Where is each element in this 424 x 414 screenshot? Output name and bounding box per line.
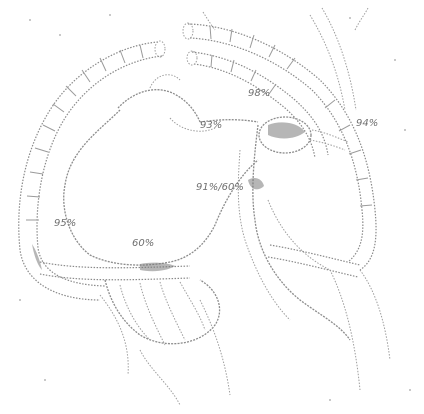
label-upper-right-a: 98%	[248, 88, 270, 99]
apex-branches	[100, 280, 230, 405]
label-left-graft: 95%	[54, 218, 76, 229]
right-ventricle-outline	[238, 125, 350, 340]
label-mid-vessel: 91%/60%	[196, 182, 244, 193]
paper-texture	[19, 14, 411, 401]
label-upper-right-b: 94%	[356, 118, 378, 129]
left-arc-graft	[19, 41, 165, 300]
mid-lesion	[248, 178, 264, 189]
label-aorta-target: 93%	[200, 120, 222, 131]
heart-outline	[64, 75, 258, 265]
label-bottom-vessel: 60%	[132, 238, 154, 249]
left-arc-graft-rings	[26, 45, 143, 220]
great-vessels	[203, 8, 368, 110]
right-arc-graft-rings	[210, 26, 372, 206]
lower-right-graft	[268, 245, 390, 390]
right-anastomosis	[259, 117, 348, 153]
right-arc-grafts	[183, 23, 376, 270]
